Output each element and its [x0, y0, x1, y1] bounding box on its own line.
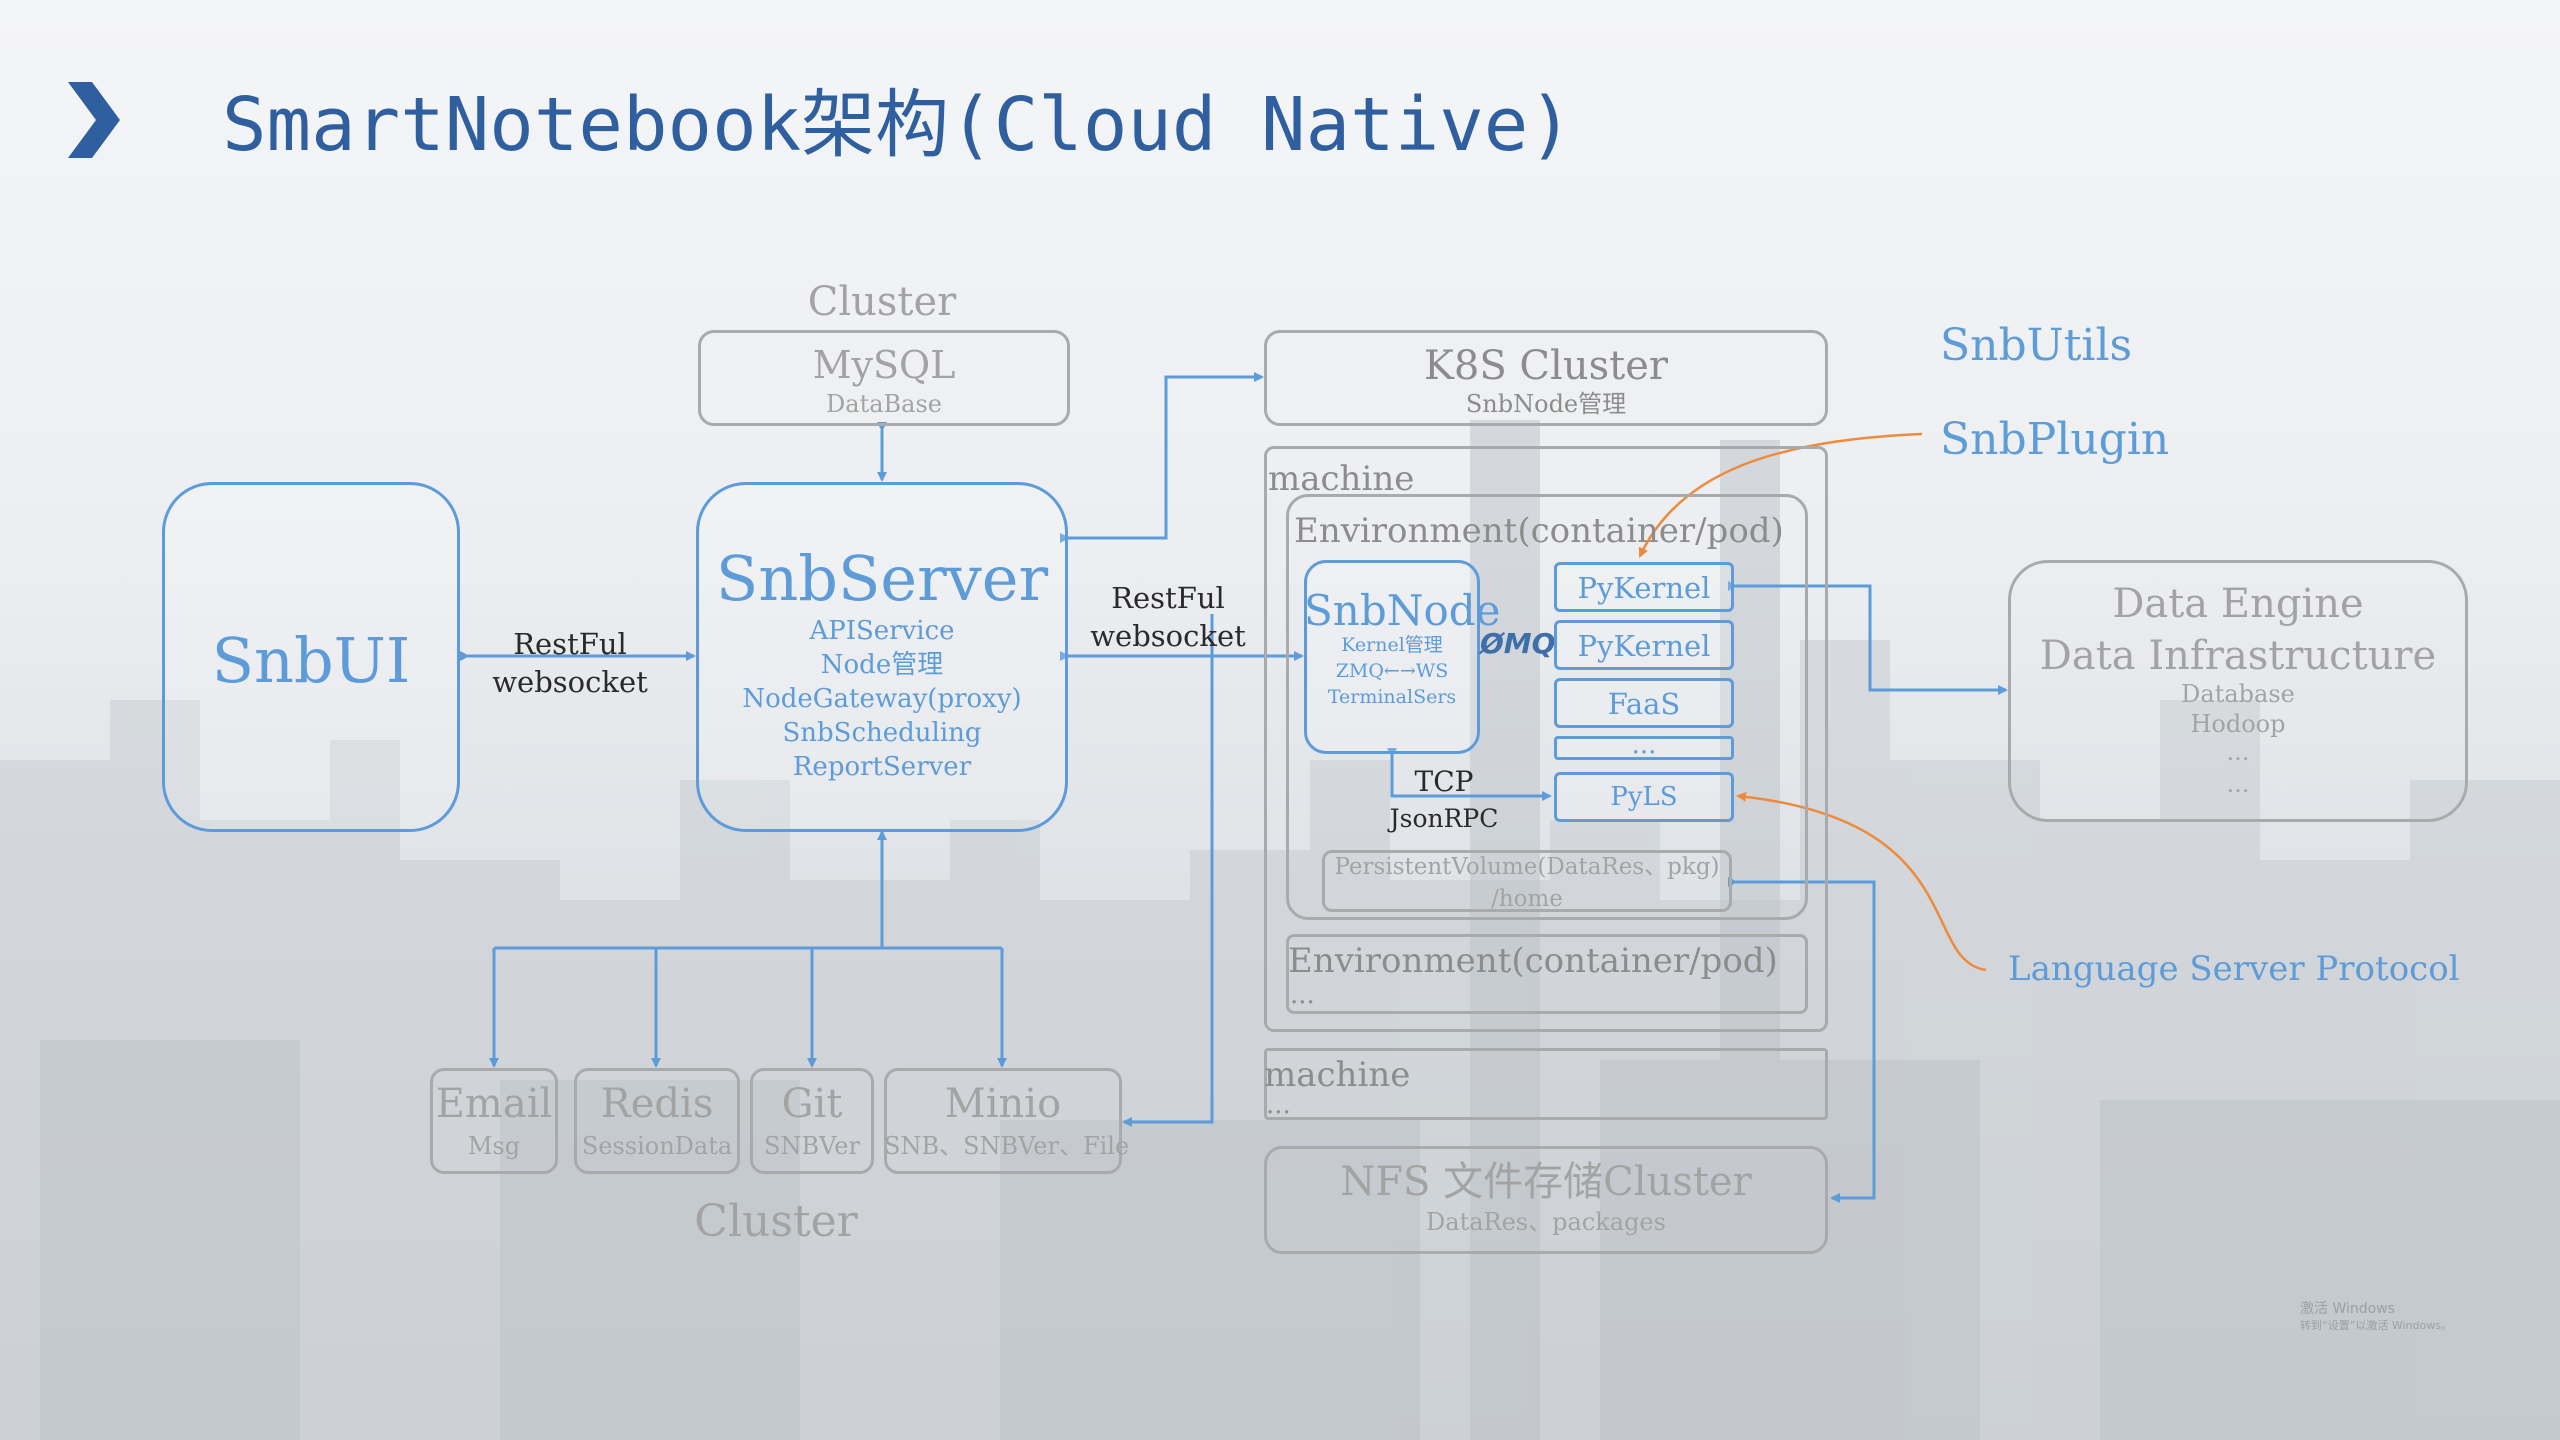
email-box [430, 1068, 558, 1174]
kernel-box-1 [1554, 562, 1734, 612]
snbnode-line-3: TerminalSers [1327, 686, 1457, 708]
environment-1-label: Environment(container/pod) [1294, 511, 1784, 551]
ui-server-link-line2: websocket [492, 665, 648, 699]
snbserver-line-5: ReportServer [792, 752, 972, 782]
k8s-cluster-box [1264, 330, 1828, 426]
environment-2-box [1286, 934, 1808, 1014]
snbnode-name: SnbNode [1304, 586, 1501, 635]
tcp-label: TCP [1414, 765, 1474, 798]
data-engine-box [2008, 560, 2468, 822]
snbserver-line-4: SnbScheduling [782, 718, 982, 748]
snbnode-box [1304, 560, 1480, 754]
snbserver-line-3: NodeGateway(proxy) [742, 684, 1022, 714]
kernel-box-2 [1554, 620, 1734, 670]
snbserver-box [696, 482, 1068, 832]
data-engine-line1: Data Engine [2112, 581, 2364, 627]
mysql-sub: DataBase [826, 390, 942, 418]
machine-2-dots: ... [1266, 1090, 1291, 1120]
minio-sub: SNB、SNBVer、File [884, 1132, 1130, 1160]
environment-2-dots: ... [1290, 980, 1315, 1010]
cluster-top-label: Cluster [807, 279, 957, 325]
machine-1-label: machine [1268, 459, 1415, 499]
snbui-name: SnbUI [211, 624, 411, 697]
data-engine-sub-4: ... [2226, 770, 2250, 798]
minio-name: Minio [944, 1081, 1062, 1127]
jsonrpc-label: JsonRPC [1389, 804, 1499, 833]
snbserver-line-1: APIService [809, 616, 955, 646]
cluster-bottom-label: Cluster [694, 1196, 858, 1247]
kernel-label-3: FaaS [1607, 687, 1681, 721]
lsp-annotation: Language Server Protocol [2008, 949, 2460, 989]
snbnode-line-1: Kernel管理 [1341, 634, 1443, 656]
persistent-volume-line1: PersistentVolume(DataRes、pkg) [1334, 854, 1720, 880]
server-node-link-line2: websocket [1090, 619, 1246, 653]
kernel-box-4 [1554, 736, 1734, 760]
nfs-box [1264, 1146, 1828, 1254]
kernel-label-4: ... [1631, 730, 1657, 760]
environment-2-label: Environment(container/pod) [1288, 941, 1778, 981]
kernel-box-3 [1554, 678, 1734, 728]
nfs-sub: DataRes、packages [1426, 1208, 1666, 1236]
snbserver-name: SnbServer [715, 542, 1049, 615]
activation-watermark-line2: 转到“设置”以激活 Windows。 [2300, 1319, 2452, 1332]
snbserver-line-2: Node管理 [820, 650, 944, 680]
mysql-box [698, 330, 1070, 426]
data-engine-sub-2: Hodoop [2190, 710, 2286, 738]
mysql-name: MySQL [812, 343, 956, 387]
machine-1-box [1264, 446, 1828, 1032]
email-sub: Msg [467, 1132, 521, 1160]
k8s-sub: SnbNode管理 [1465, 390, 1627, 418]
page-title: SmartNotebook架构(Cloud Native) [222, 82, 1573, 168]
kernel-box-5 [1554, 772, 1734, 822]
machine-2-box [1264, 1048, 1828, 1120]
machine-2-label: machine [1264, 1055, 1411, 1095]
data-engine-sub-3: ... [2226, 738, 2250, 766]
ui-server-link-line1: RestFul [513, 627, 627, 661]
kernel-label-5: PyLS [1610, 782, 1678, 812]
minio-box [884, 1068, 1122, 1174]
chevron-right-icon [68, 82, 120, 158]
git-box [750, 1068, 874, 1174]
persistent-volume-box [1322, 850, 1732, 912]
data-engine-sub-1: Database [2181, 680, 2295, 708]
nfs-name: NFS 文件存储Cluster [1340, 1159, 1752, 1205]
data-engine-line2: Data Infrastructure [2039, 633, 2437, 679]
kernel-label-1: PyKernel [1577, 571, 1711, 605]
git-name: Git [781, 1081, 843, 1127]
email-name: Email [435, 1081, 553, 1127]
redis-box [574, 1068, 740, 1174]
activation-watermark-line1: 激活 Windows [2300, 1301, 2395, 1317]
server-node-link-line1: RestFul [1111, 581, 1225, 615]
git-sub: SNBVer [764, 1132, 860, 1160]
redis-name: Redis [600, 1081, 714, 1127]
k8s-name: K8S Cluster [1423, 343, 1668, 389]
snbui-box [162, 482, 460, 832]
snbnode-line-2: ZMQ←→WS [1335, 660, 1449, 682]
environment-1-box [1286, 494, 1808, 920]
snbplugin-annotation: SnbPlugin [1940, 414, 2170, 465]
persistent-volume-line2: /home [1491, 886, 1563, 912]
kernel-label-2: PyKernel [1577, 629, 1711, 663]
snbutils-annotation: SnbUtils [1940, 320, 2133, 371]
redis-sub: SessionData [581, 1132, 733, 1160]
zmq-logo-icon: ØMQ [1480, 627, 1556, 660]
